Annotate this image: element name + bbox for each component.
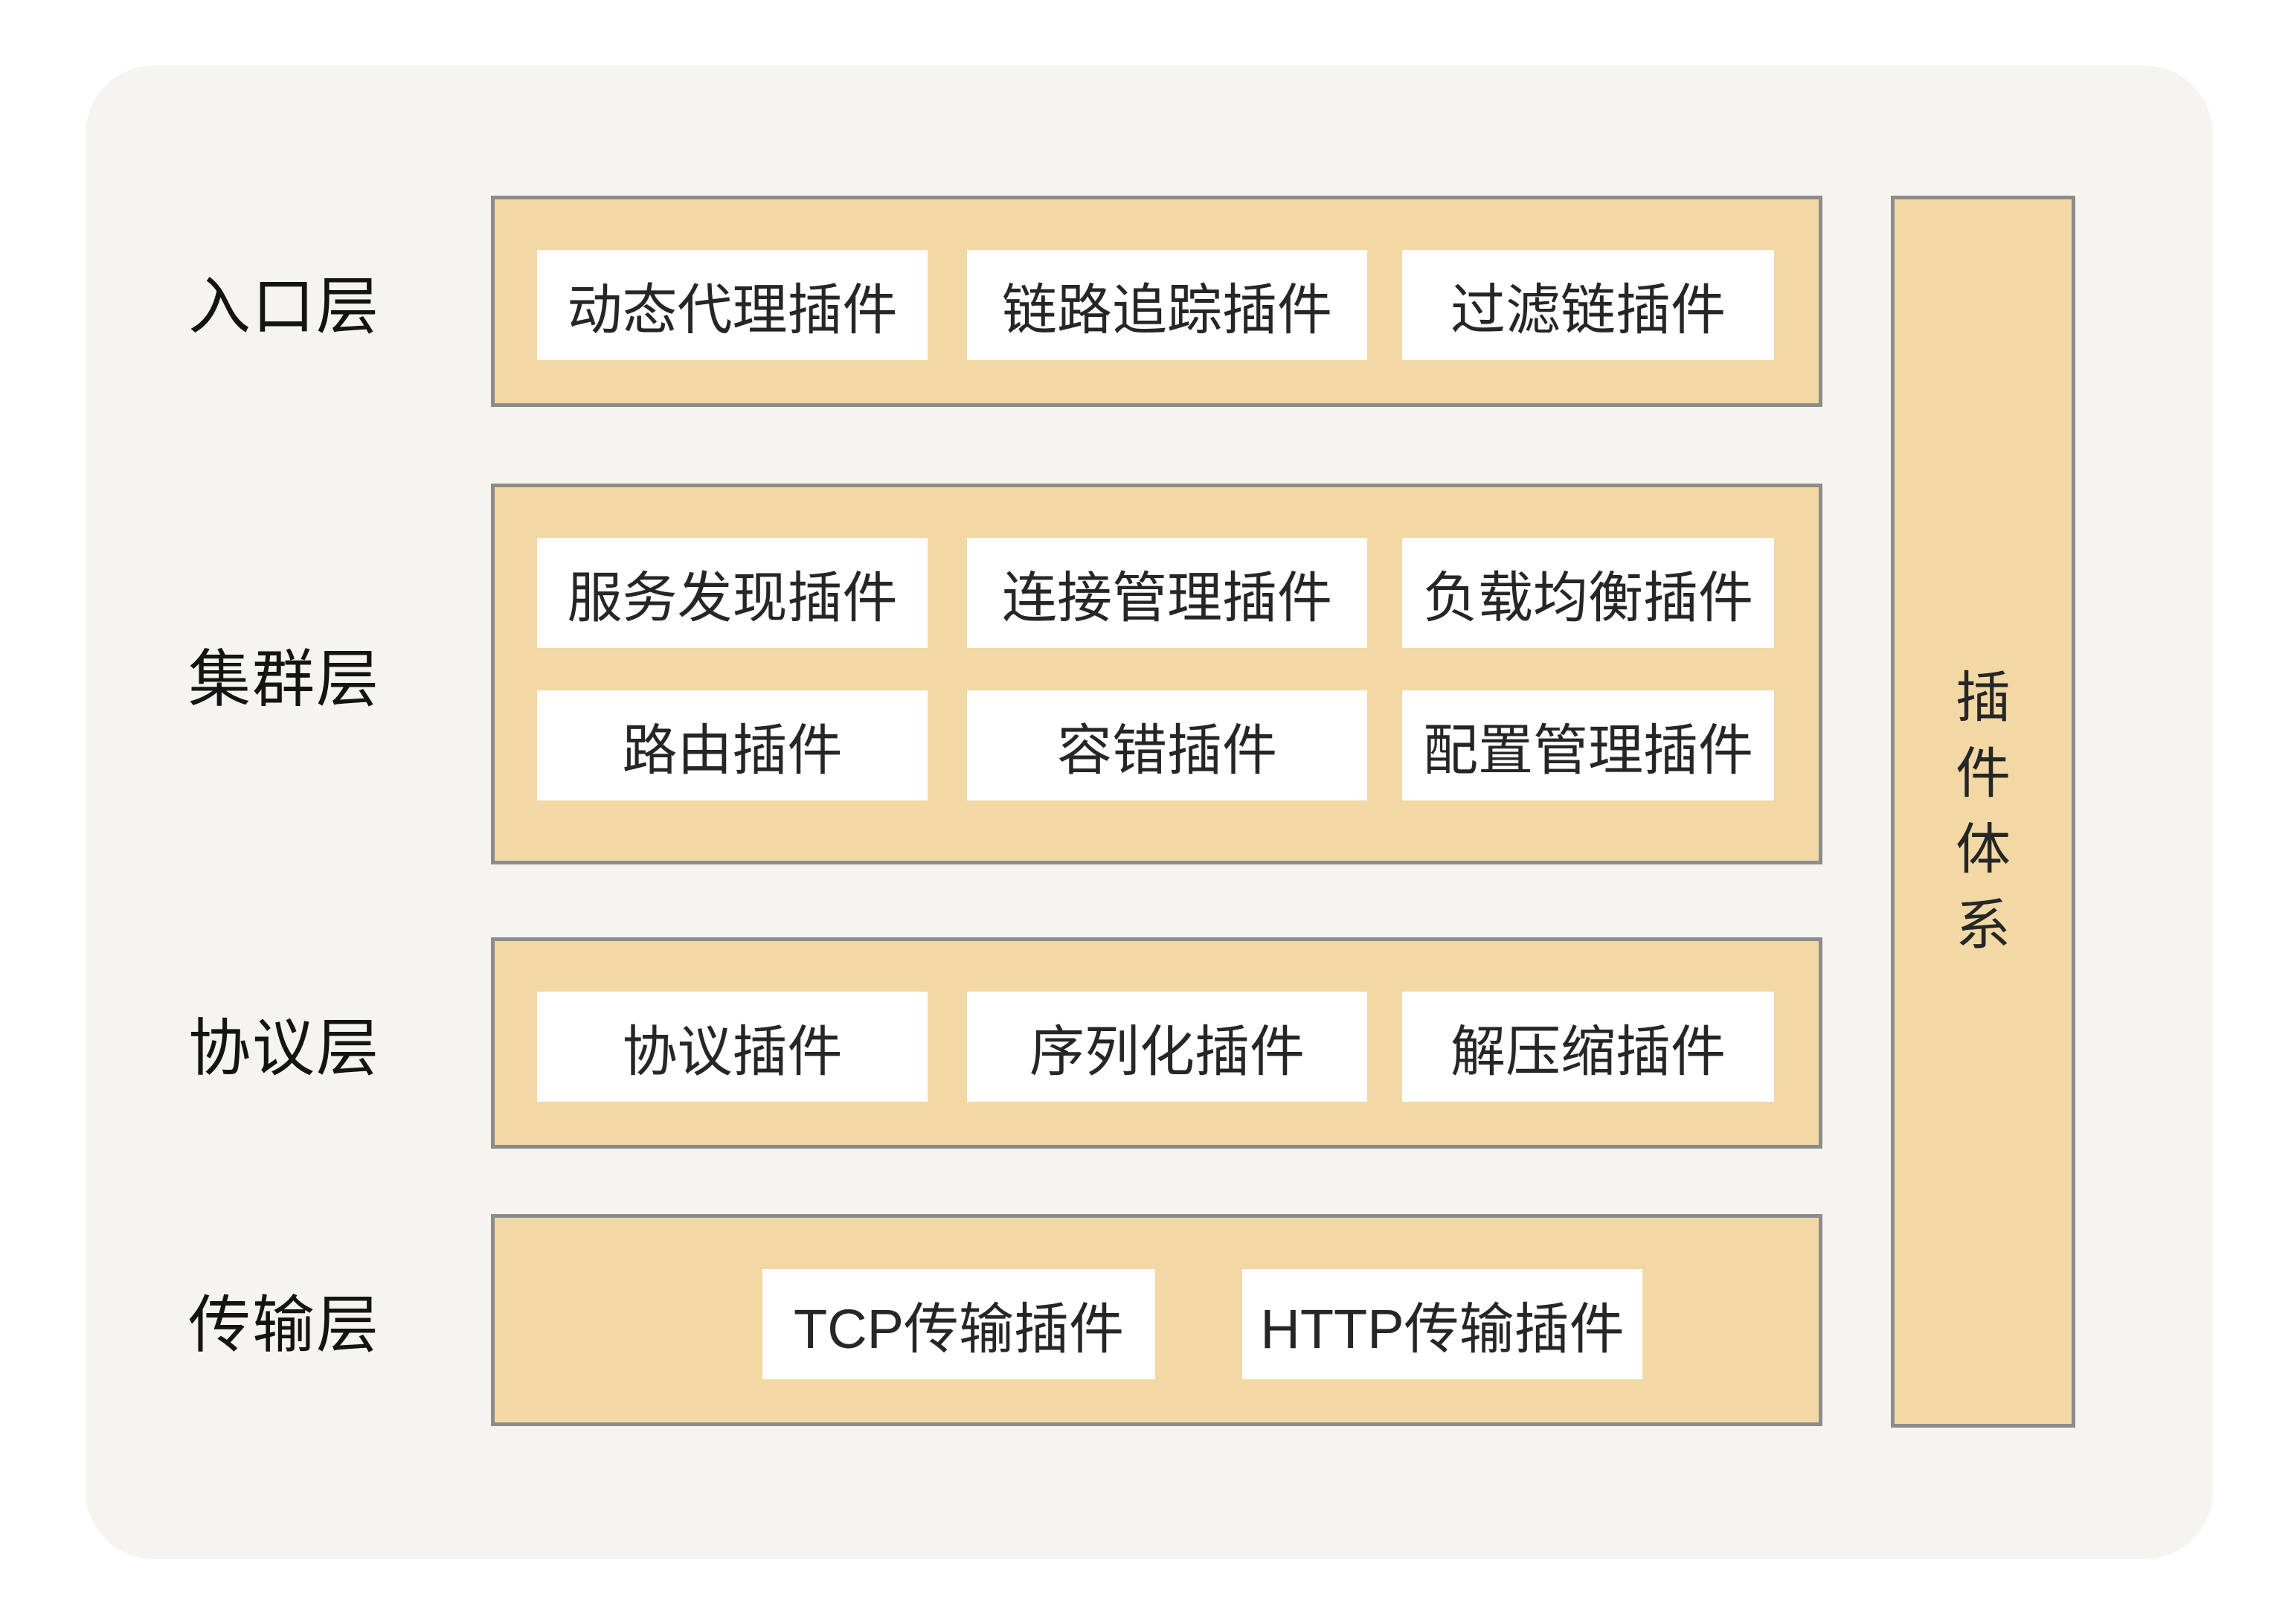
- plugin-system-vertical-label: 插 件 体 系: [1895, 199, 2072, 1424]
- plugin-box-decompression: 解压缩插件: [1402, 992, 1774, 1102]
- plugin-box-load-balancing: 负载均衡插件: [1402, 538, 1774, 648]
- transport-layer-band: TCP传输插件 HTTP传输插件: [491, 1214, 1822, 1426]
- plugin-system-char: 件: [1956, 742, 2011, 804]
- plugin-box-link-tracing: 链路追踪插件: [967, 250, 1367, 360]
- layer-label-protocol: 协议层: [188, 1012, 381, 1083]
- plugin-box-connection-management: 连接管理插件: [967, 538, 1367, 648]
- plugin-system-char: 体: [1956, 818, 2011, 880]
- cluster-layer-band: 服务发现插件 连接管理插件 负载均衡插件 路由插件 容错插件 配置管理插件: [491, 484, 1822, 864]
- plugin-box-routing: 路由插件: [537, 690, 928, 800]
- plugin-box-service-discovery: 服务发现插件: [537, 538, 928, 648]
- plugin-box-fault-tolerance: 容错插件: [967, 690, 1367, 800]
- plugin-box-config-management: 配置管理插件: [1402, 690, 1774, 800]
- entry-layer-band: 动态代理插件 链路追踪插件 过滤链插件: [491, 196, 1822, 407]
- plugin-box-tcp-transport: TCP传输插件: [762, 1269, 1155, 1379]
- plugin-box-http-transport: HTTP传输插件: [1242, 1269, 1642, 1379]
- plugin-box-serialization: 序列化插件: [967, 992, 1367, 1102]
- plugin-system-char: 系: [1956, 894, 2011, 956]
- plugin-box-protocol: 协议插件: [537, 992, 928, 1102]
- layer-label-entry: 入口层: [188, 271, 381, 341]
- plugin-system-band: 插 件 体 系: [1891, 196, 2075, 1428]
- protocol-layer-band: 协议插件 序列化插件 解压缩插件: [491, 937, 1822, 1149]
- plugin-box-filter-chain: 过滤链插件: [1402, 250, 1774, 360]
- diagram-canvas: 入口层 集群层 协议层 传输层 动态代理插件 链路追踪插件 过滤链插件 服务发现…: [86, 65, 2213, 1559]
- layer-label-transport: 传输层: [188, 1290, 381, 1360]
- plugin-system-char: 插: [1956, 667, 2011, 728]
- layer-label-cluster: 集群层: [188, 643, 381, 714]
- plugin-box-dynamic-proxy: 动态代理插件: [537, 250, 928, 360]
